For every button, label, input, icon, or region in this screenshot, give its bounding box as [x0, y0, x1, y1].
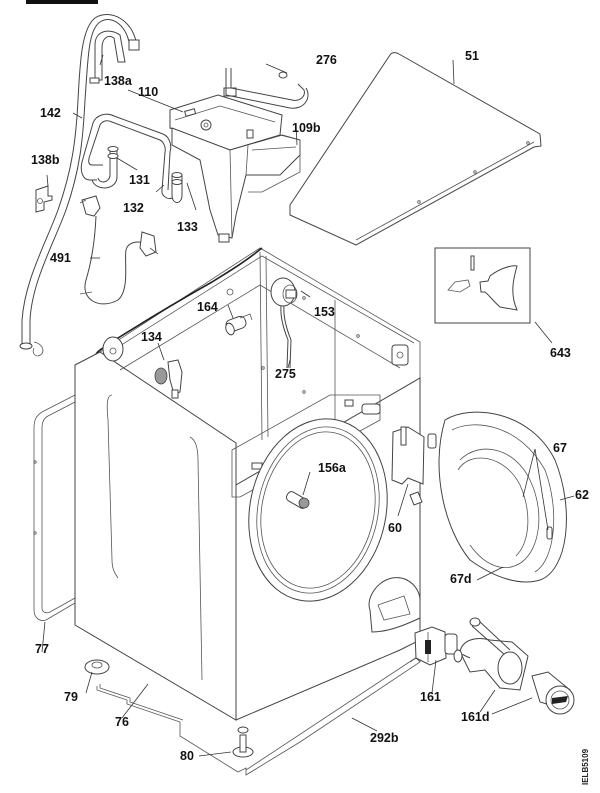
label-77: 77 — [35, 642, 49, 656]
label-153: 153 — [314, 305, 335, 319]
suppressor[interactable] — [224, 313, 253, 336]
door-assembly[interactable] — [427, 411, 567, 583]
door-opening — [248, 403, 388, 602]
drain-hose[interactable] — [19, 14, 140, 357]
label-79: 79 — [64, 690, 78, 704]
leader-lines — [41, 54, 575, 757]
top-cover[interactable] — [289, 52, 542, 246]
label-62: 62 — [575, 488, 589, 502]
drain-pump-filter[interactable] — [453, 617, 575, 715]
drawing-code: IELB5109 — [581, 748, 590, 785]
door-lock[interactable] — [285, 490, 310, 510]
power-cord[interactable] — [79, 195, 159, 305]
inlet-valve[interactable] — [154, 359, 183, 399]
label-133: 133 — [177, 220, 198, 234]
door-catch-kit[interactable] — [434, 247, 531, 324]
door-hinge[interactable] — [391, 426, 425, 506]
header-bar — [26, 0, 98, 4]
label-60: 60 — [388, 521, 402, 535]
label-275: 275 — [275, 367, 296, 381]
adjustable-foot[interactable] — [232, 726, 254, 758]
label-134: 134 — [141, 330, 162, 344]
bottom-plate[interactable] — [96, 652, 421, 776]
label-67: 67 — [553, 441, 567, 455]
label-142: 142 — [40, 106, 61, 120]
label-76: 76 — [115, 715, 129, 729]
label-276: 276 — [316, 53, 337, 67]
label-131: 131 — [129, 173, 150, 187]
foot-pad[interactable] — [84, 659, 110, 675]
label-156a: 156a — [318, 461, 347, 475]
label-292b: 292b — [370, 731, 399, 745]
label-109b: 109b — [292, 121, 321, 135]
label-80: 80 — [180, 749, 194, 763]
pressure-tube[interactable] — [280, 305, 292, 369]
vent-hose[interactable] — [225, 68, 309, 109]
label-132: 132 — [123, 201, 144, 215]
label-51: 51 — [465, 49, 479, 63]
dispenser-hose[interactable] — [80, 113, 183, 203]
label-491: 491 — [50, 251, 71, 265]
side-frame[interactable] — [33, 394, 76, 621]
label-164: 164 — [197, 300, 218, 314]
label-138a: 138a — [104, 74, 133, 88]
hose-clip[interactable] — [35, 185, 53, 213]
detergent-drawer-housing[interactable] — [169, 87, 301, 243]
label-110: 110 — [138, 85, 158, 99]
pressure-switch[interactable] — [270, 277, 298, 307]
label-161: 161 — [420, 690, 441, 704]
label-643: 643 — [550, 346, 571, 360]
hose-bracket[interactable] — [89, 30, 126, 84]
label-67d: 67d — [450, 572, 472, 586]
label-138b: 138b — [31, 153, 60, 167]
pump-motor[interactable] — [414, 626, 458, 666]
label-161d: 161d — [461, 710, 490, 724]
part-labels: 138a 110 142 138b 131 132 133 276 109b 5… — [31, 49, 590, 785]
